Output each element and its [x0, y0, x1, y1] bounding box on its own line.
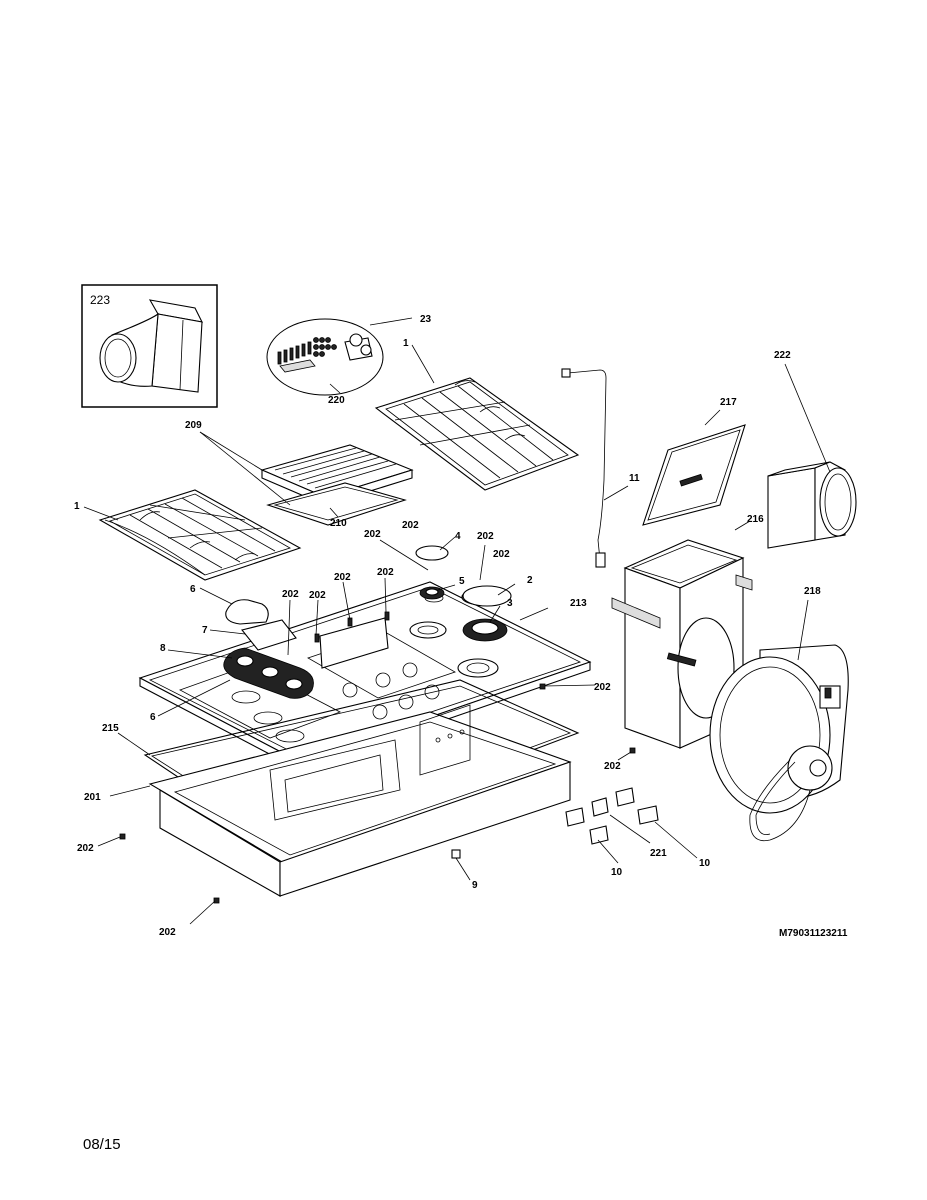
plate-insert [319, 617, 389, 669]
griddle-209 [260, 444, 414, 526]
callout-221: 221 [650, 848, 667, 859]
callout-2: 2 [527, 575, 533, 586]
callout-202: 202 [282, 589, 299, 600]
callout-9: 9 [472, 880, 478, 891]
inset-223: 223 [81, 284, 218, 408]
drawing-code: M79031123211 [779, 928, 848, 939]
filter-panel-217 [642, 424, 746, 526]
callout-222: 222 [774, 350, 791, 361]
cap-7 [241, 619, 297, 651]
callout-6: 6 [190, 584, 196, 595]
spark-module-wire-11 [561, 368, 607, 568]
callout-10: 10 [611, 867, 623, 878]
transition-222 [767, 461, 857, 549]
grate-left [98, 489, 302, 581]
callout-202: 202 [594, 682, 611, 693]
callout-213: 213 [570, 598, 587, 609]
pan-201 [148, 704, 572, 897]
cap-2 [462, 585, 512, 607]
conversion-kit-220 [266, 318, 384, 396]
callout-5: 5 [459, 576, 465, 587]
callout-220: 220 [328, 395, 345, 406]
leader-lines [83, 317, 831, 925]
oval-burner-8 [223, 647, 314, 699]
callout-1: 1 [74, 501, 80, 512]
callout-216: 216 [747, 514, 764, 525]
grate-right [374, 377, 580, 491]
screw-202 [119, 611, 636, 904]
callout-215: 215 [102, 723, 119, 734]
burner-3 [462, 618, 508, 642]
callout-202: 202 [377, 567, 394, 578]
callout-10: 10 [699, 858, 711, 869]
cap-6 [225, 599, 269, 625]
blower-218 [709, 644, 849, 842]
callout-209: 209 [185, 420, 202, 431]
callout-202: 202 [402, 520, 419, 531]
callout-202: 202 [309, 590, 326, 601]
callout-6: 6 [150, 712, 156, 723]
callout-202: 202 [334, 572, 351, 583]
callout-210: 210 [330, 518, 347, 529]
callout-4: 4 [455, 531, 461, 542]
callout-23: 23 [420, 314, 432, 325]
callout-202: 202 [493, 549, 510, 560]
callout-202: 202 [604, 761, 621, 772]
callout-202: 202 [77, 843, 94, 854]
callout-1: 1 [403, 338, 409, 349]
clip-9 [451, 849, 461, 859]
duct-elbow-part [99, 299, 203, 393]
callout-labels: 1 1 2 3 4 5 6 6 7 8 9 10 10 11 23 201 20… [74, 314, 821, 938]
callout-202: 202 [159, 927, 176, 938]
footer-date: 08/15 [83, 1136, 121, 1153]
cap-4 [415, 545, 449, 561]
callout-3: 3 [507, 598, 513, 609]
callout-201: 201 [84, 792, 101, 803]
callout-202: 202 [364, 529, 381, 540]
knobs-10 [565, 787, 659, 845]
callout-202: 202 [477, 531, 494, 542]
callout-8: 8 [160, 643, 166, 654]
callout-7: 7 [202, 625, 208, 636]
callout-217: 217 [720, 397, 737, 408]
callout-218: 218 [804, 586, 821, 597]
callout-11: 11 [629, 473, 640, 484]
burner-5 [419, 586, 445, 600]
inset-label: 223 [90, 293, 110, 307]
